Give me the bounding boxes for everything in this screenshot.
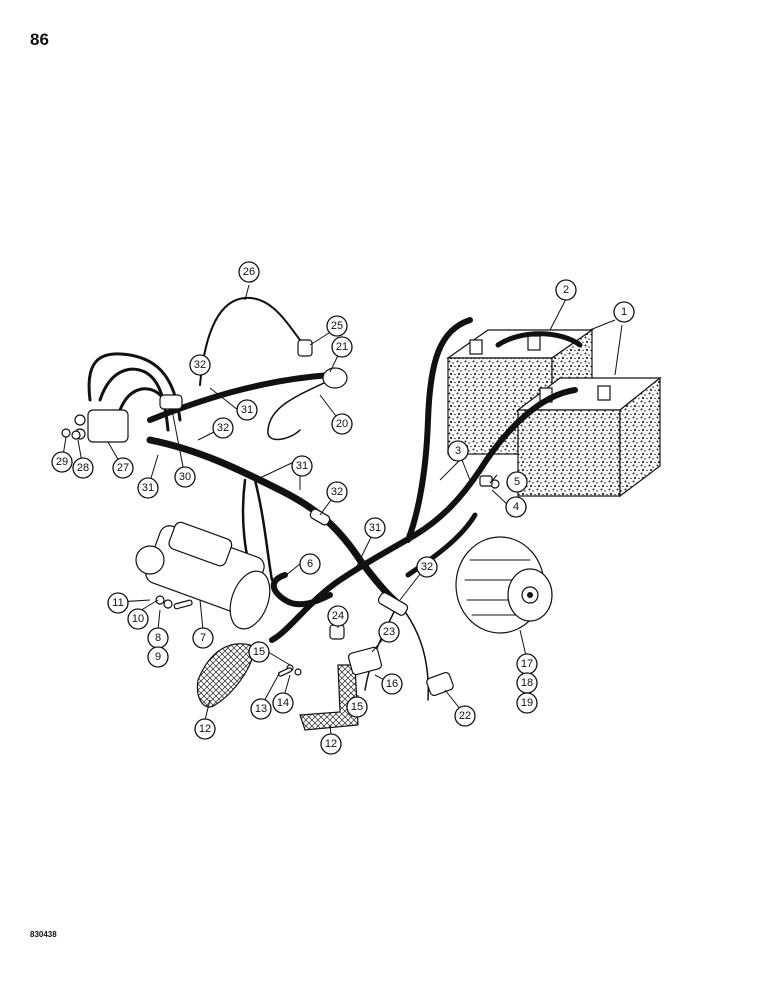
callout-1: 1 [613,301,635,323]
callout-label: 1 [621,306,627,318]
callout-32-middle: 32 [326,481,348,503]
callout-18: 18 [516,672,538,694]
callout-label: 32 [421,561,433,573]
ground-strap-right [299,664,359,731]
callout-7: 7 [192,627,214,649]
callout-label: 19 [521,697,533,709]
callout-9: 9 [147,646,169,668]
callout-22: 22 [454,705,476,727]
callout-label: 30 [179,471,191,483]
callout-32-right: 32 [416,556,438,578]
callout-label: 15 [351,701,363,713]
callout-32-upper: 32 [212,417,234,439]
callout-label: 5 [514,476,520,488]
callout-15-lower: 15 [346,696,368,718]
callout-label: 6 [307,558,313,570]
callout-11: 11 [107,592,129,614]
callout-21: 21 [331,336,353,358]
callout-label: 32 [217,422,229,434]
callouts: 1 2 3 4 5 6 7 8 9 10 11 12 12 13 14 15 1… [51,261,635,755]
callout-label: 23 [383,626,395,638]
alternator [455,536,553,634]
callout-label: 9 [155,651,161,663]
callout-label: 31 [241,404,253,416]
callout-2: 2 [555,279,577,301]
callout-label: 4 [513,501,519,513]
callout-label: 15 [253,646,265,658]
callout-31-lower-left: 31 [137,477,159,499]
callout-label: 22 [459,710,471,722]
callout-label: 12 [199,723,211,735]
callout-27: 27 [112,457,134,479]
callout-15-upper: 15 [248,641,270,663]
callout-5: 5 [506,471,528,493]
callout-label: 31 [369,522,381,534]
callout-4: 4 [505,496,527,518]
callout-label: 8 [155,632,161,644]
callout-26: 26 [238,261,260,283]
page-number: 86 [30,30,49,49]
callout-label: 31 [142,482,154,494]
callout-label: 25 [331,320,343,332]
callout-19: 19 [516,692,538,714]
callout-label: 11 [112,597,123,609]
callout-3: 3 [447,440,469,462]
callout-label: 17 [521,658,533,670]
callout-32-extra: 32 [189,354,211,376]
callout-31-right: 31 [364,517,386,539]
callout-31-middle: 31 [291,455,313,477]
callout-label: 2 [563,284,569,296]
callout-label: 16 [386,678,398,690]
callout-24: 24 [327,605,349,627]
callout-label: 32 [331,486,343,498]
main-wiring-harness [87,296,429,701]
callout-label: 31 [296,460,308,472]
callout-10: 10 [127,608,149,630]
solenoid-relay [74,409,129,443]
callout-12-left: 12 [194,718,216,740]
callout-29: 29 [51,451,73,473]
callout-label: 7 [200,632,206,644]
callout-8: 8 [147,627,169,649]
callout-label: 24 [332,610,344,622]
callout-label: 28 [77,462,89,474]
battery-front [516,376,662,498]
callout-25: 25 [326,315,348,337]
callout-label: 12 [325,738,337,750]
figure-code: 830438 [30,930,57,939]
callout-label: 14 [277,697,289,709]
callout-label: 21 [336,341,348,353]
callout-28: 28 [72,457,94,479]
callout-label: 32 [194,359,206,371]
callout-label: 10 [132,613,144,625]
callout-label: 26 [243,266,255,278]
callout-20: 20 [331,413,353,435]
callout-label: 27 [117,462,129,474]
callout-label: 29 [56,456,68,468]
callout-6: 6 [299,553,321,575]
starter-motor [135,521,271,630]
callout-label: 18 [521,677,533,689]
callout-label: 13 [255,703,267,715]
ground-strap-left [196,643,254,708]
callout-12-right: 12 [320,733,342,755]
callout-label: 20 [336,418,348,430]
callout-14: 14 [272,692,294,714]
callout-17: 17 [516,653,538,675]
callout-label: 3 [455,445,461,457]
callout-31-upper: 31 [236,399,258,421]
callout-30: 30 [174,466,196,488]
callout-16: 16 [381,673,403,695]
callout-13: 13 [250,698,272,720]
callout-23: 23 [378,621,400,643]
